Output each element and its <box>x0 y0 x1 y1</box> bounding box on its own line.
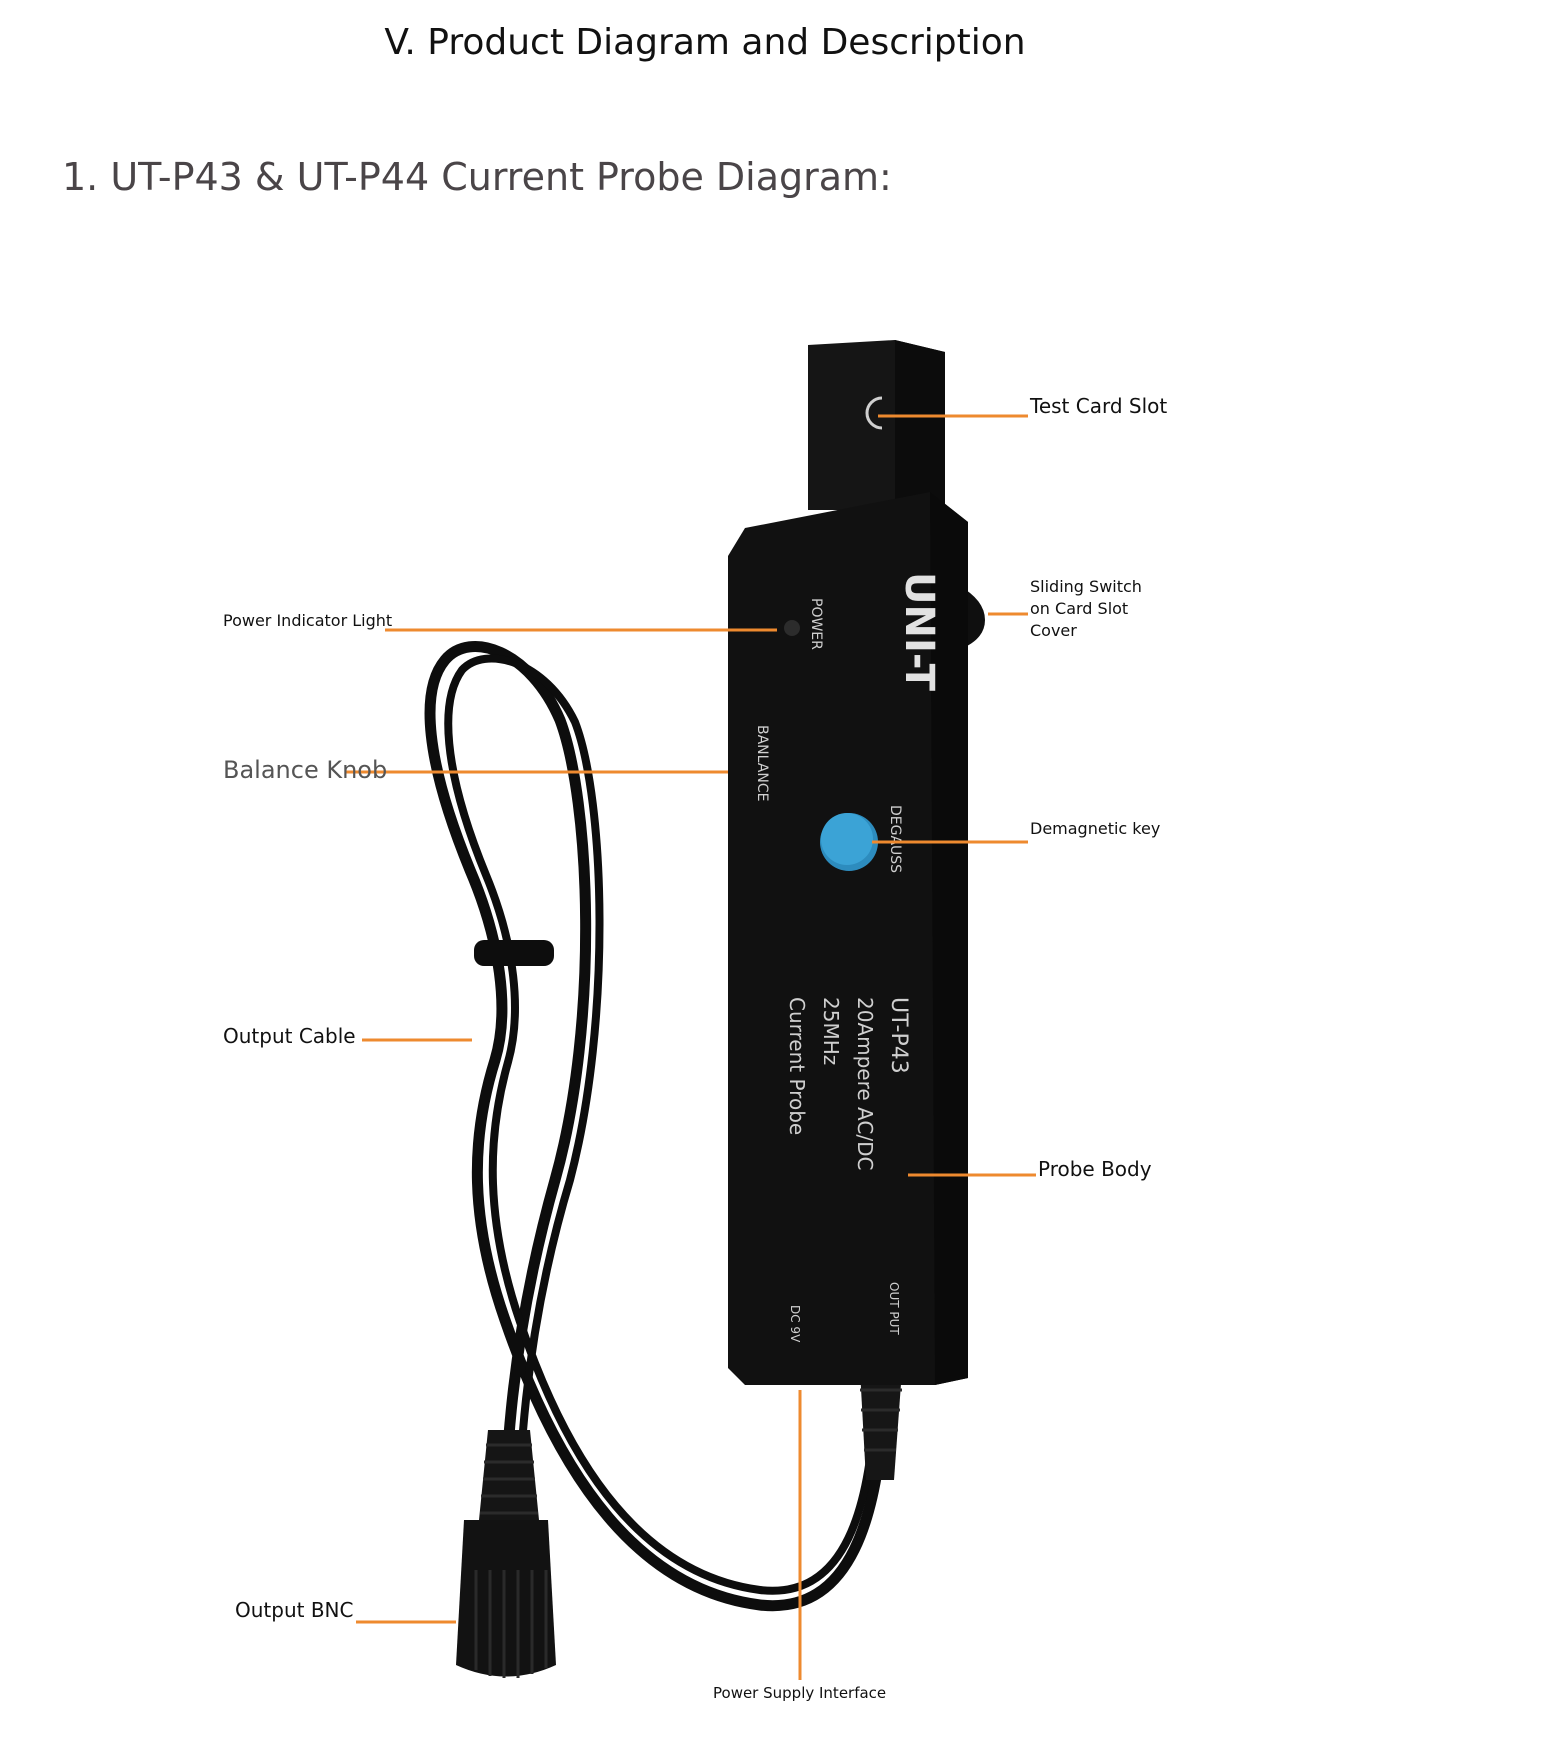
brand-logo: UNI-T <box>896 572 942 692</box>
model-label: UT-P43 <box>886 997 911 1074</box>
probe-body-graphic <box>728 492 968 1385</box>
leader-lines <box>345 414 1036 1680</box>
output-label: OUT PUT <box>887 1282 901 1335</box>
callout-power-supply: Power Supply Interface <box>713 1684 887 1702</box>
spec-bandwidth-label: 25MHz <box>819 997 843 1065</box>
spec-range-label: 20Ampere AC/DC <box>853 997 877 1170</box>
callout-probe-body: Probe Body <box>1038 1157 1152 1181</box>
callout-sliding-switch: Sliding Switch on Card Slot Cover <box>1030 576 1142 642</box>
callout-output-bnc: Output BNC <box>235 1598 354 1622</box>
degauss-button <box>820 813 878 871</box>
callout-sliding-switch-line-1: Sliding Switch <box>1030 577 1142 596</box>
callout-balance-knob: Balance Knob <box>223 756 388 784</box>
power-label: POWER <box>808 598 824 650</box>
power-indicator-led <box>784 620 800 636</box>
balance-label: BANLANCE <box>754 725 770 801</box>
probe-jaw <box>808 340 945 510</box>
spec-type-label: Current Probe <box>785 997 809 1135</box>
bnc-connector <box>456 1520 556 1678</box>
callout-sliding-switch-line-3: Cover <box>1030 621 1077 640</box>
bnc-strain-relief <box>478 1430 540 1530</box>
callout-power-indicator: Power Indicator Light <box>223 611 393 630</box>
callout-demagnetic-key: Demagnetic key <box>1030 819 1161 838</box>
degauss-label: DEGAUSS <box>887 805 903 873</box>
cable-tie <box>474 940 554 966</box>
diagram-subtitle: 1. UT-P43 & UT-P44 Current Probe Diagram… <box>62 155 892 199</box>
callout-output-cable: Output Cable <box>223 1024 356 1048</box>
probe-strain-relief <box>860 1370 902 1480</box>
dc-label: DC 9V <box>788 1305 802 1343</box>
callout-sliding-switch-line-2: on Card Slot <box>1030 599 1129 618</box>
section-title: V. Product Diagram and Description <box>384 22 1026 63</box>
output-cable-graphic <box>424 641 891 1646</box>
callout-test-card-slot: Test Card Slot <box>1030 394 1168 418</box>
